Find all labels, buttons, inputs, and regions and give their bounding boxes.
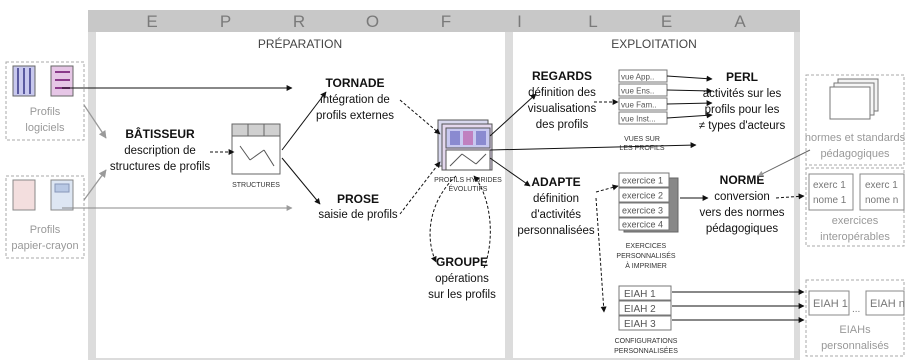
profils-papier-line1: Profils (30, 224, 61, 236)
exerc-box-1 (808, 173, 854, 211)
norme-line2: vers des normes (699, 207, 784, 219)
normes-line2: pédagogiques (820, 148, 890, 160)
exercices-label-line1: EXERCICES (626, 243, 667, 250)
exerc-box-n-line1: exerc 1 (865, 180, 898, 191)
adapte-line2: d'activités (531, 209, 581, 221)
exercices-label-line3: À IMPRIMER (625, 261, 667, 270)
perl-line2: profils pour les (705, 104, 780, 116)
batisseur-line2: structures de profils (110, 161, 211, 173)
exerc-box-n-line2: nome n (865, 195, 898, 206)
norme-line3: pédagogiques (706, 223, 779, 235)
vue-item-3: vue Fam.. (621, 101, 657, 110)
eiah-box-n (865, 290, 905, 316)
eiah-box-1 (808, 290, 850, 316)
groupe-line2: sur les profils (428, 289, 496, 301)
banner-letter: E (146, 12, 157, 31)
tornade-line1: intégration de (320, 94, 390, 106)
groupe-line1: opérations (435, 273, 489, 285)
perl-line3: ≠ types d'acteurs (699, 120, 786, 132)
banner-letter: I (517, 12, 522, 31)
eiah-ellipsis: ... (852, 304, 860, 315)
exercice-item-4: exercice 4 (622, 220, 663, 230)
vues-label-line1: VUES SUR (624, 136, 660, 143)
structures-icon (231, 123, 281, 175)
exercices-label-line2: PERSONNALISÉS (616, 251, 675, 260)
eiah-item-3: EIAH 3 (624, 319, 656, 330)
exerc-box-1-line2: nome 1 (813, 195, 847, 206)
regards-line1: définition des (528, 87, 596, 99)
normes-line1: normes et standards (805, 132, 906, 144)
prose-title: PROSE (337, 192, 379, 206)
exerc-box-1-line1: exerc 1 (813, 180, 846, 191)
eiah-stack (618, 285, 672, 331)
regards-line3: des profils (536, 119, 589, 131)
eiah-item-1: EIAH 1 (624, 289, 656, 300)
preparation-title: PRÉPARATION (258, 36, 342, 51)
adapte-title: ADAPTE (531, 175, 580, 189)
norme-title: NORME (720, 173, 765, 187)
vues-label-line2: LES PROFILS (619, 145, 664, 152)
profils-papier-line2: papier-crayon (11, 240, 78, 252)
batisseur-title: BÂTISSEUR (125, 126, 195, 141)
structures-label: STRUCTURES (232, 182, 280, 189)
profils-logiciels-line1: Profils (30, 106, 61, 118)
eiahs-line1: EIAHs (839, 324, 871, 336)
vue-item-1: vue App.. (621, 73, 654, 82)
eiah-box-n-label: EIAH n (870, 298, 905, 310)
hybrid-label-line1: PROFILS HYBRIDES (434, 177, 502, 184)
connectors (62, 75, 811, 323)
banner-letter: A (734, 12, 746, 31)
exercice-item-2: exercice 2 (622, 191, 663, 201)
perl-title: PERL (726, 70, 758, 84)
regards-title: REGARDS (532, 69, 592, 83)
hybrid-profiles-icon (437, 119, 493, 171)
vue-item-2: vue Ens.. (621, 87, 654, 96)
adapte-line1: définition (533, 193, 579, 205)
norme-line1: conversion (714, 191, 770, 203)
profils-logiciels-line2: logiciels (25, 122, 65, 134)
banner-letter: P (220, 12, 231, 31)
eiah-label-line1: CONFIGURATIONS (615, 338, 678, 345)
prose-line1: saisie de profils (318, 209, 398, 221)
exercice-item-3: exercice 3 (622, 206, 663, 216)
tornade-line2: profils externes (316, 110, 394, 122)
batisseur-line1: description de (124, 145, 196, 157)
eiah-label-line2: PERSONNALISÉES (614, 346, 678, 355)
banner-letter: L (588, 12, 597, 31)
perl-line1: activités sur les (703, 88, 782, 100)
regards-line2: visualisations (528, 103, 597, 115)
normes-stack-icon (829, 78, 879, 120)
banner-letter: O (366, 12, 379, 31)
exerc-box-n (859, 173, 905, 211)
exercices-interop-line1: exercices (832, 215, 879, 227)
groupe-title: GROUPE (436, 255, 488, 269)
paper-profile-icon (12, 179, 74, 211)
title-banner (88, 10, 800, 32)
exercices-interop-line2: interopérables (820, 231, 890, 243)
tornade-title: TORNADE (325, 76, 384, 90)
banner-letter: E (661, 12, 672, 31)
banner-letter: F (441, 12, 451, 31)
adapte-line3: personnalisées (517, 225, 595, 237)
eiah-item-2: EIAH 2 (624, 304, 656, 315)
eiah-box-1-label: EIAH 1 (813, 298, 848, 310)
hybrid-label-line2: ÉVOLUTIFS (449, 184, 488, 193)
exercices-stack (618, 172, 679, 233)
exploitation-title: EXPLOITATION (611, 37, 697, 51)
preparation-panel (96, 32, 505, 358)
banner-letter: R (293, 12, 305, 31)
eiahs-line2: personnalisés (821, 340, 889, 352)
exercice-item-1: exercice 1 (622, 176, 663, 186)
vue-item-4: vue Inst... (621, 115, 656, 124)
